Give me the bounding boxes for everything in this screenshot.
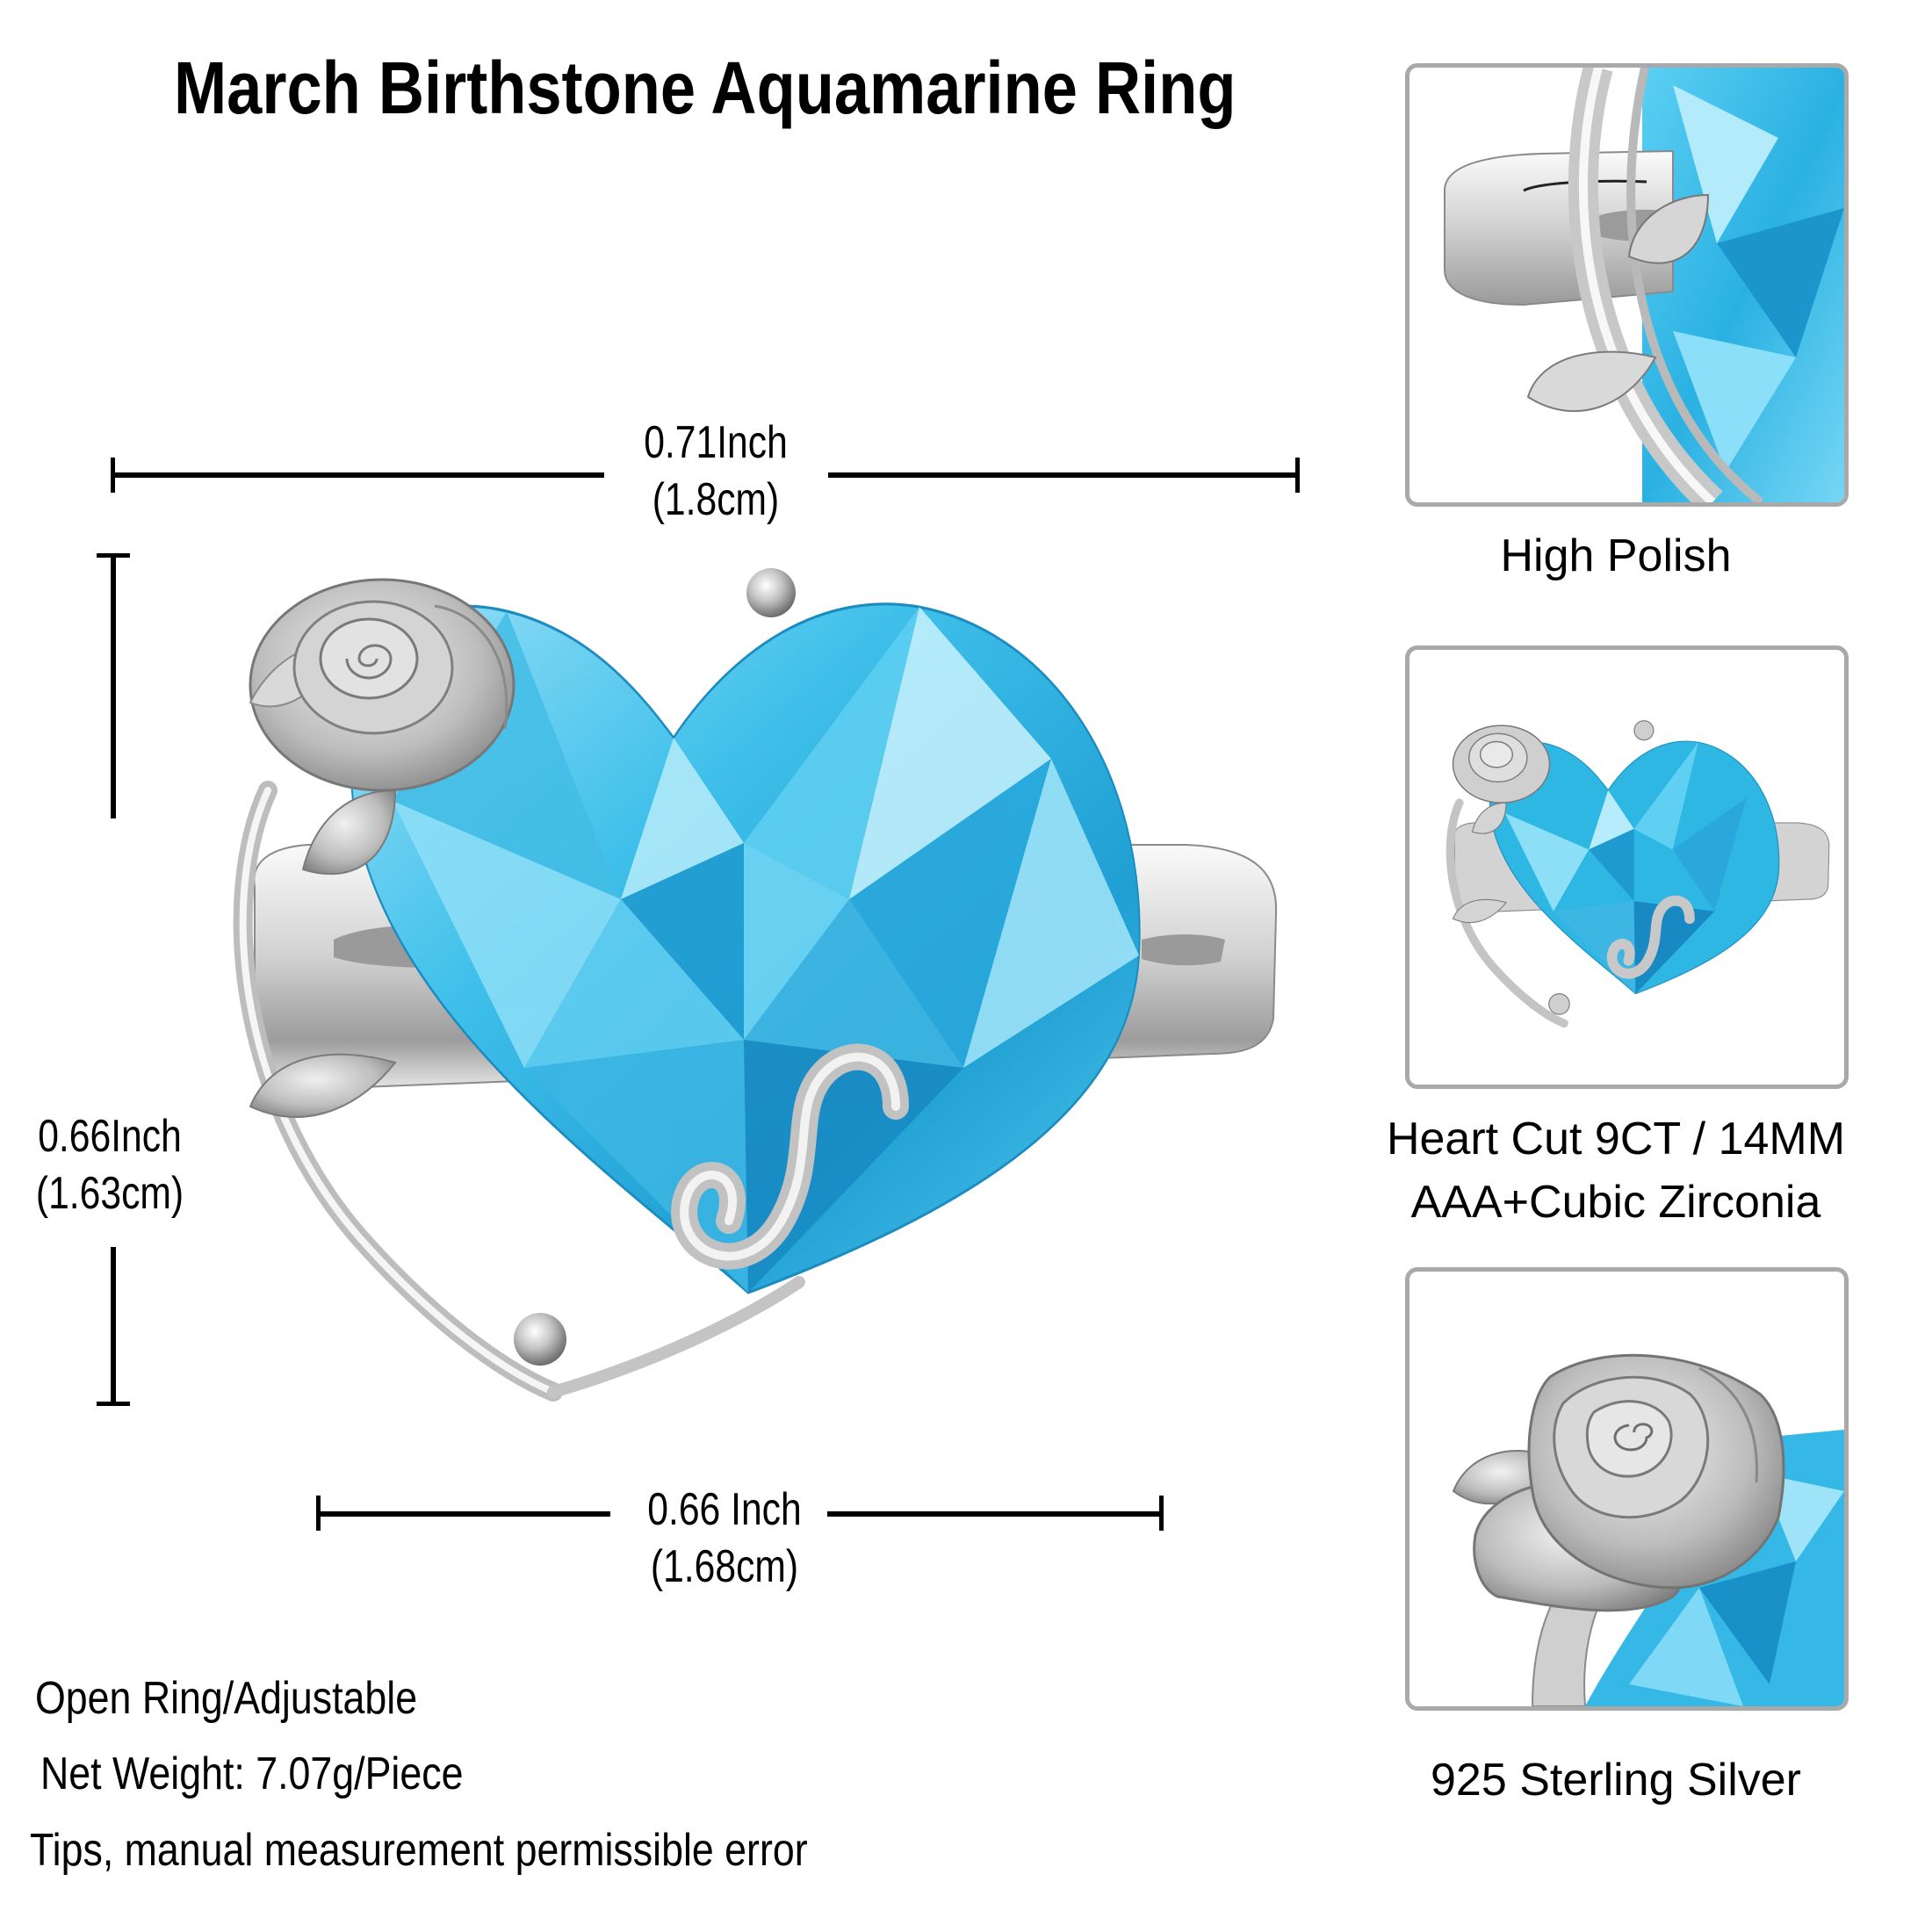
dimension-line-right <box>827 1511 1161 1517</box>
caption-line-1: Heart Cut 9CT / 14MM <box>1386 1114 1846 1164</box>
full-ring-image <box>1445 720 1830 1028</box>
caption-line-2: AAA+Cubic Zirconia <box>1410 1176 1821 1228</box>
dimension-line-bottom <box>111 1247 116 1403</box>
stone-width-cm-label: (1.68cm) <box>650 1541 799 1592</box>
caption-sterling-silver: 925 Sterling Silver <box>1352 1749 1879 1813</box>
caption-line: High Polish <box>1500 530 1732 581</box>
dimension-line-top <box>111 555 116 818</box>
dimension-line-right <box>828 472 1298 478</box>
height-inch-label: 0.66Inch <box>38 1111 182 1162</box>
ring-illustration <box>233 568 1278 1402</box>
rose-closeup-image <box>1452 1353 1844 1706</box>
dimension-tick-bottom <box>97 1402 130 1406</box>
detail-panel-high-polish <box>1405 63 1849 507</box>
band-closeup-image <box>1444 68 1844 502</box>
dimension-line-left <box>112 472 604 478</box>
dimension-tick-right <box>1295 458 1300 493</box>
height-cm-label: (1.63cm) <box>35 1168 184 1219</box>
detail-panel-sterling-silver <box>1405 1267 1849 1711</box>
stone-width-inch-label: 0.66 Inch <box>647 1484 802 1535</box>
width-inch-label: 0.71Inch <box>644 417 788 468</box>
caption-line: 925 Sterling Silver <box>1431 1755 1801 1806</box>
spec-tips: Tips, manual measurement permissible err… <box>30 1825 808 1876</box>
dimension-line-left <box>318 1511 610 1517</box>
spec-net-weight: Net Weight: 7.07g/Piece <box>40 1748 464 1799</box>
detail-panel-heart-cut <box>1405 645 1849 1089</box>
dimension-tick-right <box>1159 1496 1164 1531</box>
width-cm-label: (1.8cm) <box>652 474 780 525</box>
caption-heart-cut: Heart Cut 9CT / 14MM AAA+Cubic Zirconia <box>1352 1108 1879 1235</box>
product-title: March Birthstone Aquamarine Ring <box>174 47 1236 129</box>
spec-open-ring: Open Ring/Adjustable <box>35 1673 418 1724</box>
caption-high-polish: High Polish <box>1352 525 1879 588</box>
